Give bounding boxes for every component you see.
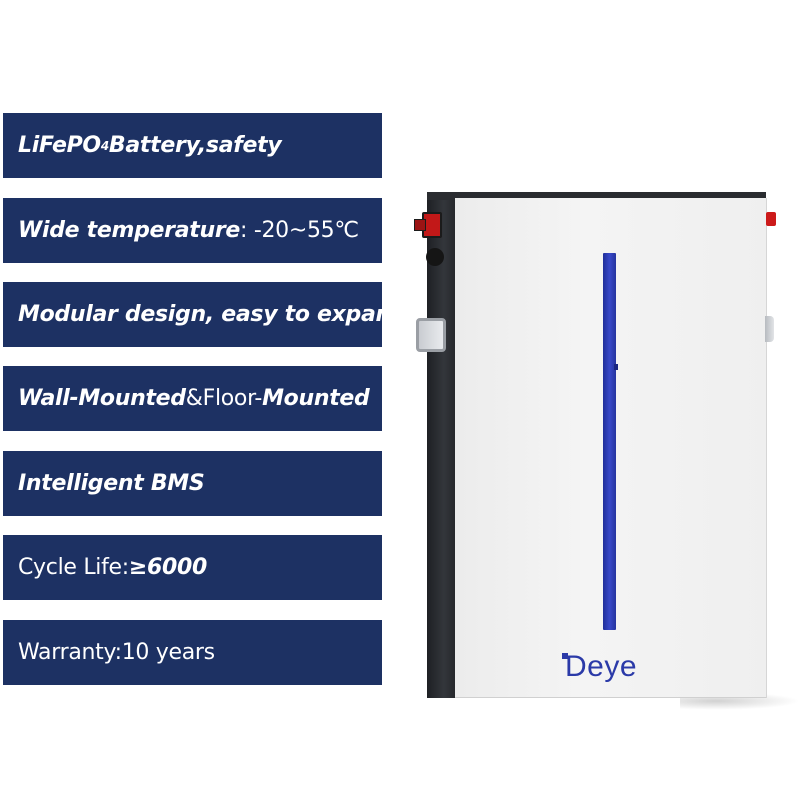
feature-chemistry-rest: Battery,safety [108,133,282,158]
feature-banner-cycle-life: Cycle Life:≥6000 [3,535,382,600]
battery-top-edge [427,192,766,200]
right-red-button-icon [766,212,776,226]
feature-cycle-life-value: ≥6000 [128,555,208,580]
led-indicator-strip [603,253,618,630]
feature-temperature-value: : -20~55℃ [240,218,359,243]
left-handle-icon [416,318,446,352]
feature-banner-modular: Modular design, easy to expand [3,282,407,347]
feature-mounting-floor: &Floor- [185,386,263,411]
feature-mounting-wall: Wall-Mounted [18,386,186,411]
feature-banner-bms: Intelligent BMS [3,451,382,516]
feature-temperature-label: Wide temperature [18,218,241,243]
brand-logo-text: Deye [565,650,638,683]
feature-chemistry-text: LiFePO [18,133,101,158]
feature-mounting-rest: Mounted [262,386,370,411]
feature-warranty-text: Warranty:10 years [18,640,215,665]
negative-terminal-icon [426,248,444,266]
logo-dot-icon [562,653,568,659]
feature-banner-temperature: Wide temperature: -20~55℃ [3,198,382,263]
battery-product-image: Deye [380,160,800,720]
battery-side-panel [427,192,455,698]
feature-cycle-life-label: Cycle Life: [18,555,129,580]
feature-bms-text: Intelligent BMS [18,471,205,496]
positive-terminal-icon [414,212,442,238]
battery-front-panel: Deye [455,198,767,698]
right-handle-icon [765,316,774,342]
feature-modular-text: Modular design, easy to expand [18,302,407,327]
feature-banner-warranty: Warranty:10 years [3,620,382,685]
feature-banner-mounting: Wall-Mounted&Floor-Mounted [3,366,382,431]
brand-logo: Deye [562,650,638,684]
